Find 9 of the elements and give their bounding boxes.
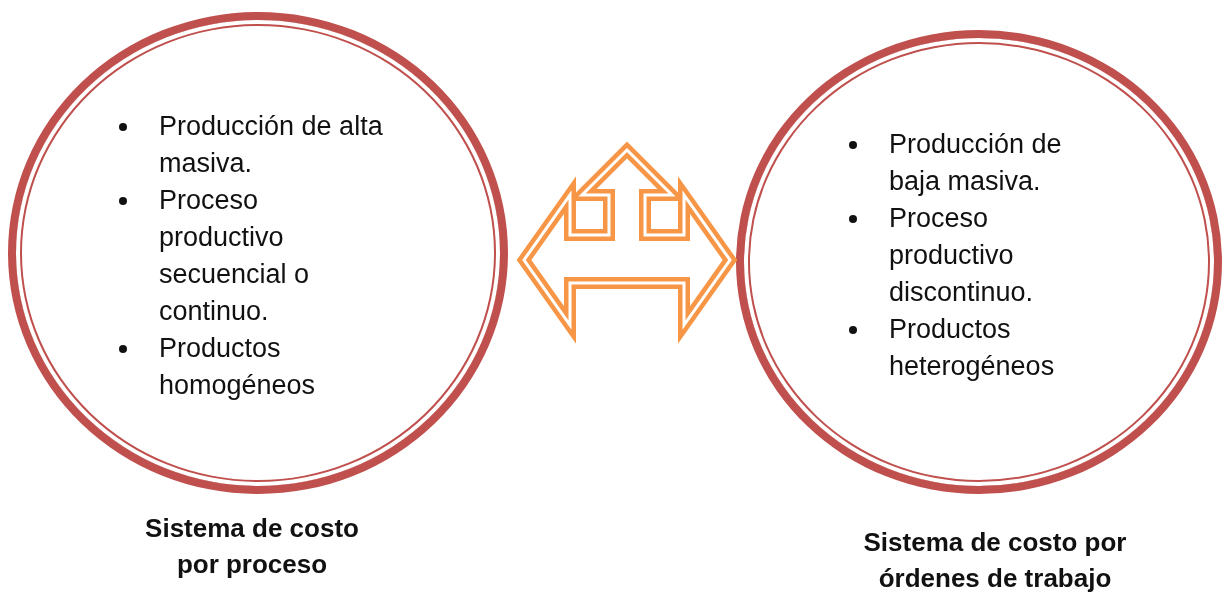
list-item-text: Producción de alta masiva. [159, 111, 383, 178]
list-item-text: Proceso productivo discontinuo. [889, 203, 1034, 307]
list-item-text: Productos heterogéneos [889, 314, 1055, 381]
three-way-arrow [516, 141, 738, 344]
node-label: Sistema de costo por órdenes de trabajo [862, 526, 1128, 595]
list-item-text: Producción de baja masiva. [889, 129, 1062, 196]
list-item-text: Productos homogéneos [159, 333, 316, 400]
node-label: Sistema de costo por proceso [144, 512, 360, 581]
list-item-text: Proceso productivo secuencial o continuo. [159, 185, 310, 326]
